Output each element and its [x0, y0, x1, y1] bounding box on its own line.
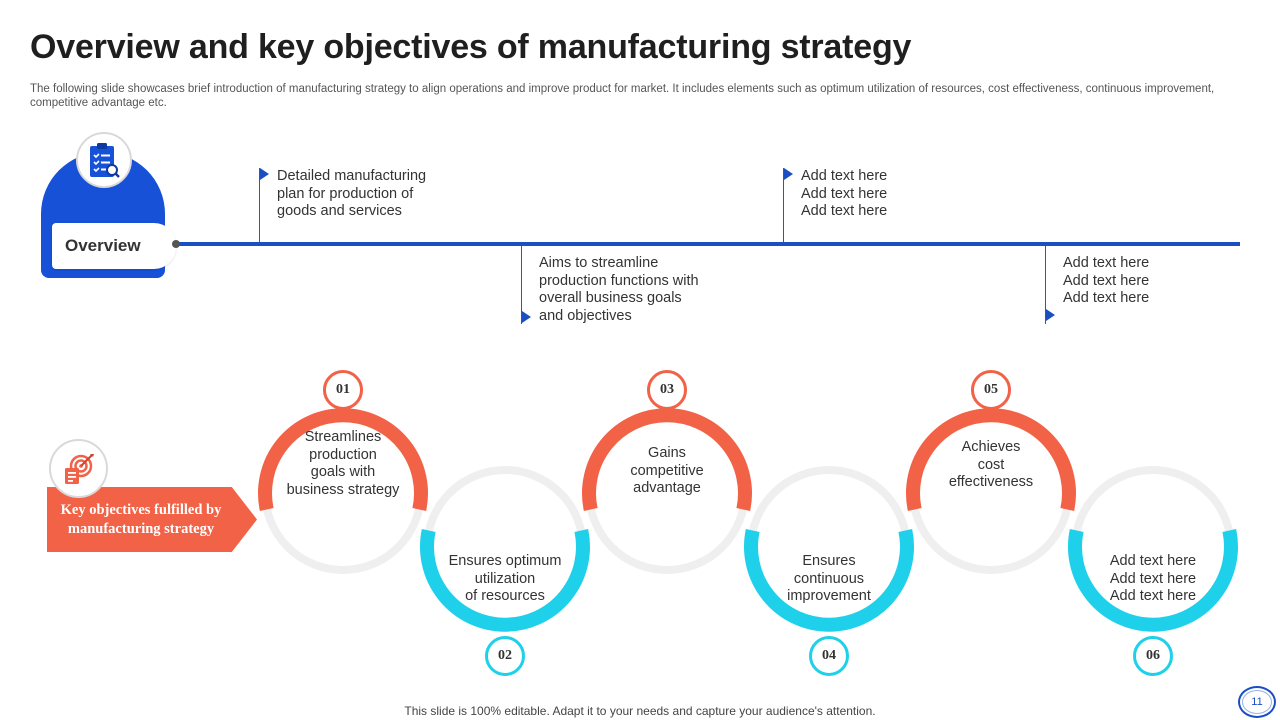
timeline-connector-4 [1045, 246, 1046, 324]
objective-badge-3: 03 [647, 370, 687, 410]
ring-arc-5 [906, 408, 1076, 511]
timeline-marker-3 [784, 168, 793, 180]
objective-badge-1: 01 [323, 370, 363, 410]
timeline-marker-1 [260, 168, 269, 180]
timeline-marker-4 [1046, 309, 1055, 321]
objective-text-5: Achieves cost effectiveness [948, 439, 1034, 490]
page-number: 11 [1238, 686, 1276, 718]
ring-arc-3 [582, 408, 752, 511]
ring-arc-4 [744, 529, 914, 632]
objective-text-6: Add text here Add text here Add text her… [1109, 553, 1197, 604]
overview-label: Overview [52, 223, 176, 269]
ring-arc-1 [258, 408, 428, 511]
objective-text-3: Gains competitive advantage [630, 445, 704, 496]
key-objectives-banner: Key objectives fulfilled by manufacturin… [47, 487, 257, 552]
clipboard-checklist-icon [76, 132, 132, 188]
ring-arc-2 [420, 529, 590, 632]
timeline-marker-2 [522, 311, 531, 323]
slide-title: Overview and key objectives of manufactu… [30, 28, 912, 66]
objective-badge-5: 05 [971, 370, 1011, 410]
objective-badge-6: 06 [1133, 636, 1173, 676]
objective-text-2: Ensures optimum utilization of resources [448, 553, 562, 604]
timeline-text-1: Detailed manufacturing plan for producti… [277, 168, 427, 219]
slide-subtitle: The following slide showcases brief intr… [30, 83, 1215, 109]
objective-badge-2: 02 [485, 636, 525, 676]
timeline-text-3: Add text here Add text here Add text her… [801, 168, 888, 219]
objective-text-4: Ensures continuous improvement [787, 553, 871, 604]
slide-footer: This slide is 100% editable. Adapt it to… [404, 704, 876, 718]
timeline-text-4: Add text here Add text here Add text her… [1063, 255, 1150, 306]
timeline-text-2: Aims to streamline production functions … [539, 255, 699, 324]
timeline-connector-3 [783, 168, 784, 242]
target-checklist-icon [49, 439, 108, 498]
timeline-line [175, 242, 1240, 246]
ring-arc-6 [1068, 529, 1238, 632]
timeline-start-dot [172, 240, 180, 248]
objective-badge-4: 04 [809, 636, 849, 676]
timeline-connector-2 [521, 246, 522, 324]
timeline-connector-1 [259, 168, 260, 242]
objective-text-1: Streamlines production goals with busine… [286, 429, 400, 498]
